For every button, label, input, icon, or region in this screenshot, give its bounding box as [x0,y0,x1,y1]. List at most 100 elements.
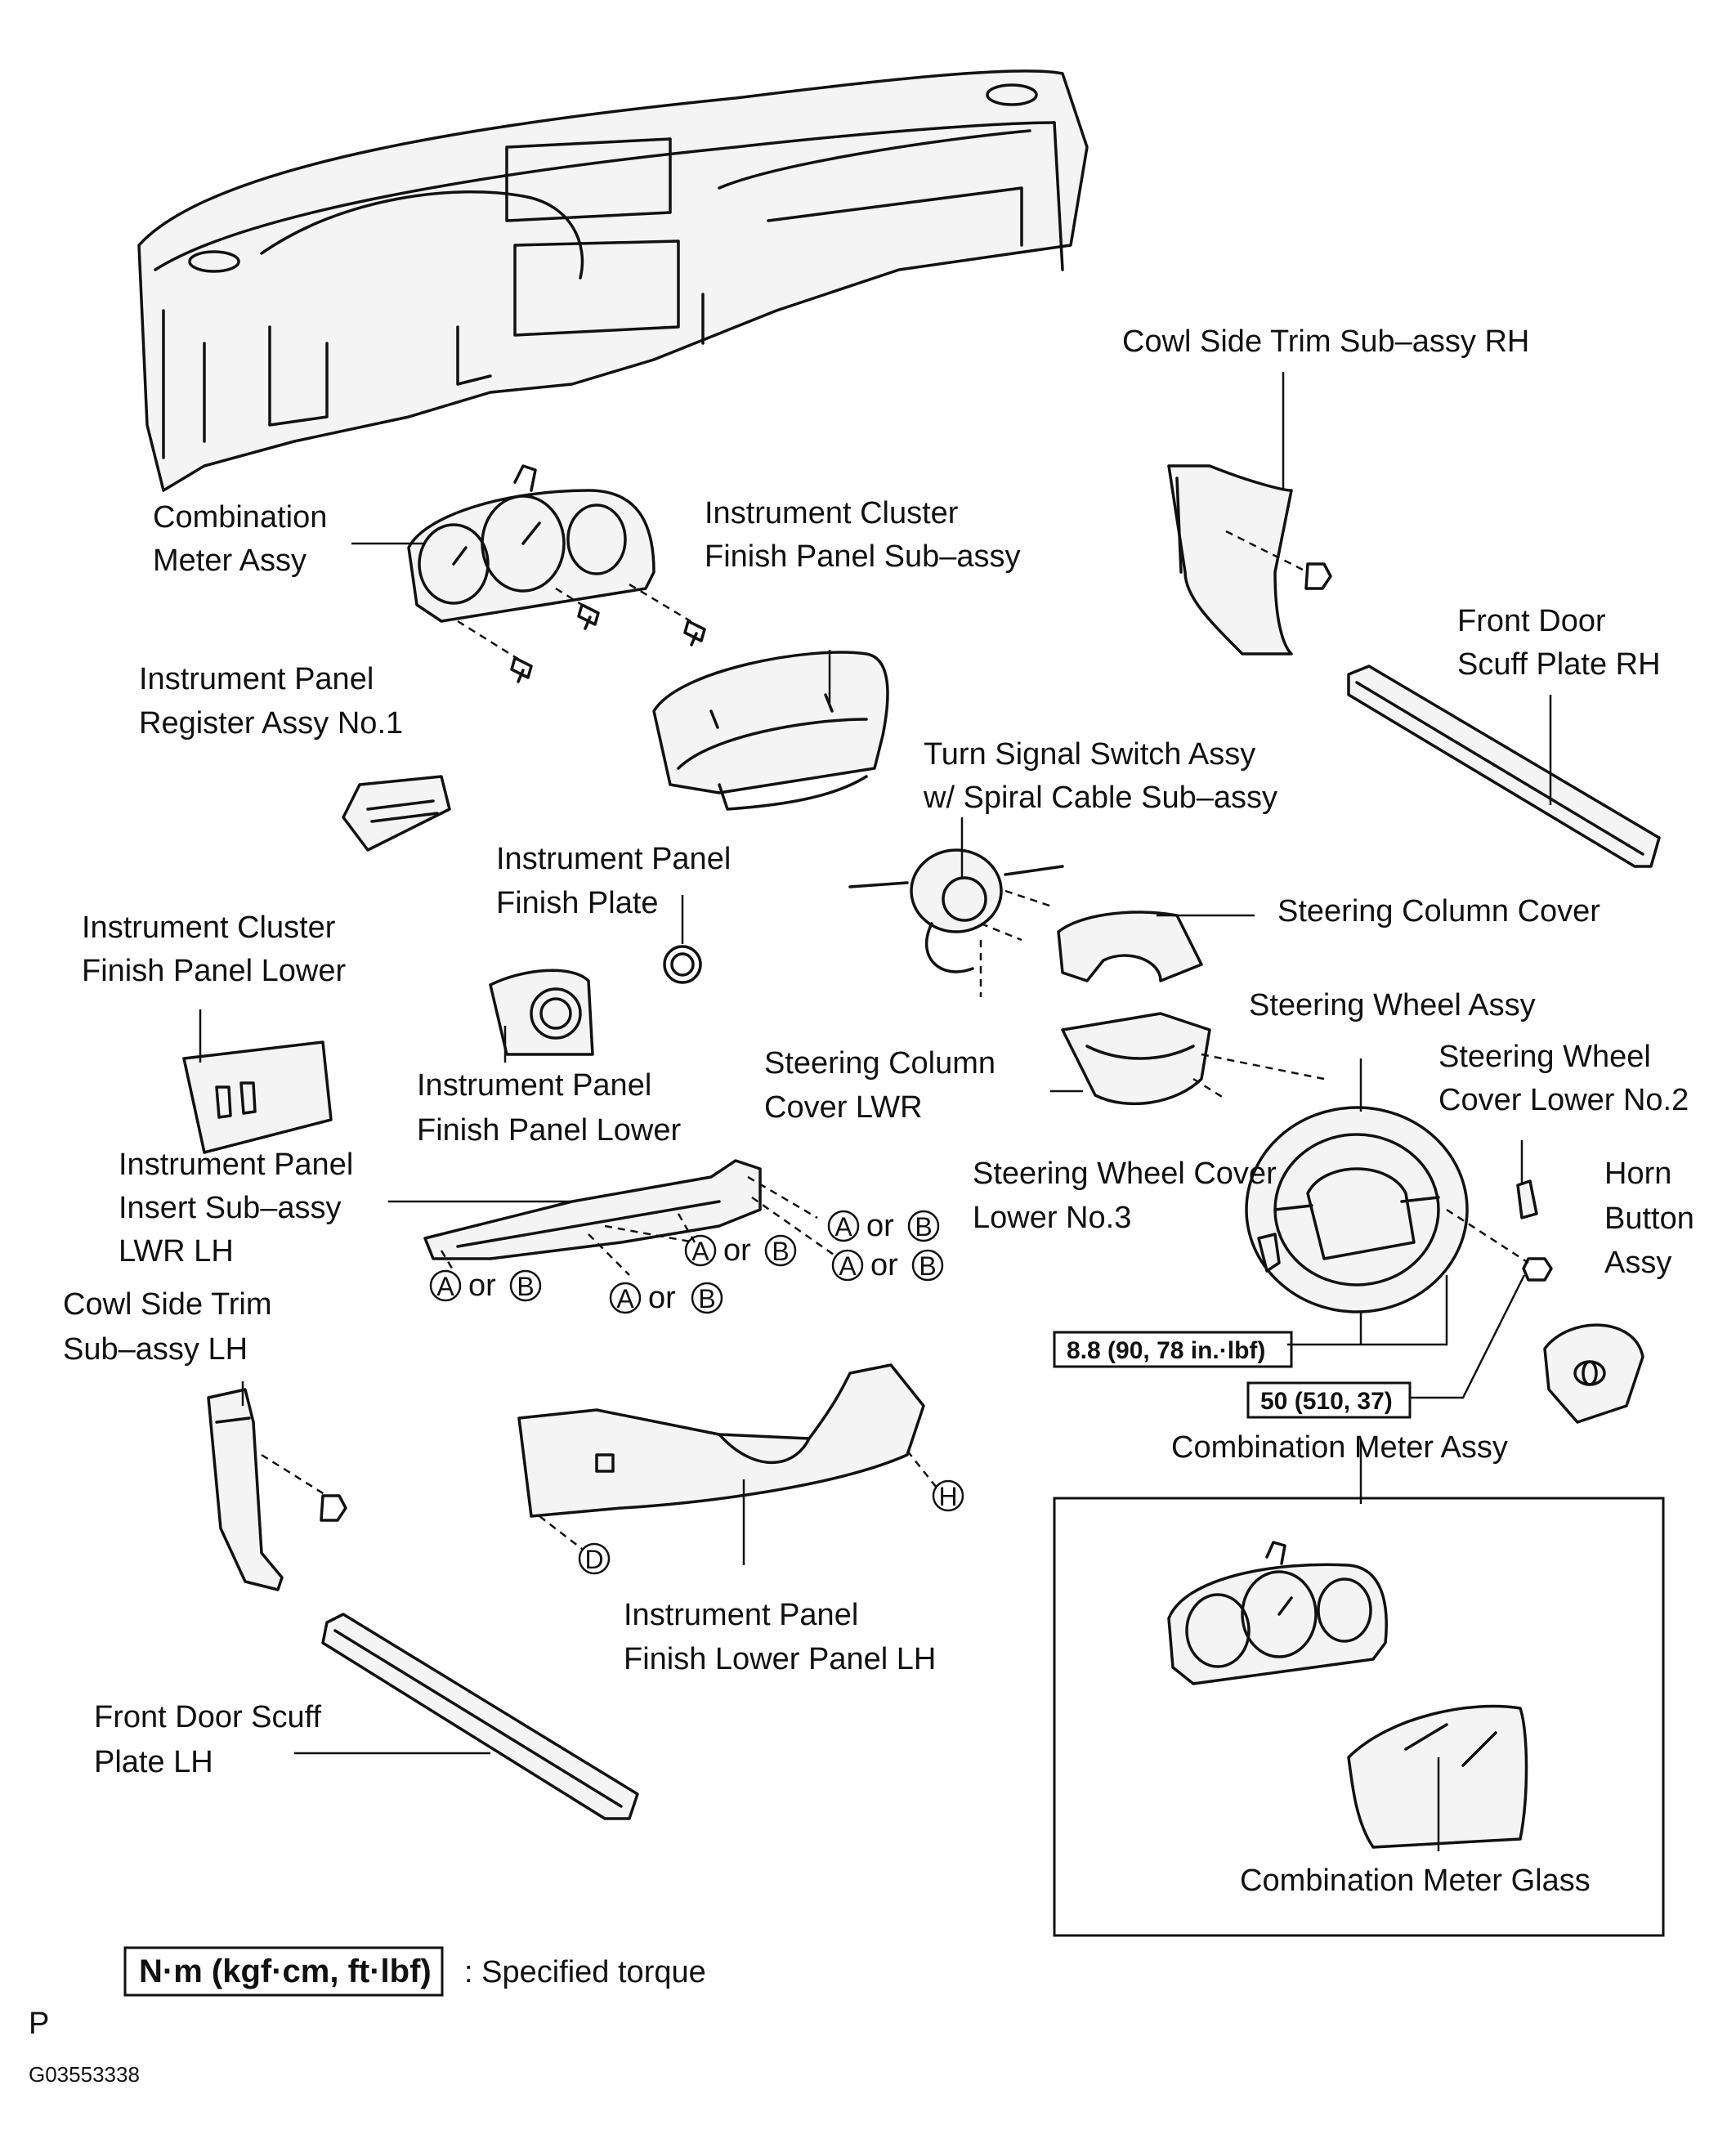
label-finish-lower-lh-1: Instrument Panel [624,1598,858,1632]
legend-text: : Specified torque [464,1955,706,1989]
label-cowl-side-trim-rh: Cowl Side Trim Sub–assy RH [1122,324,1529,359]
clip-ref-or: or [648,1281,676,1315]
label-column-cover-lwr-2: Cover LWR [764,1090,923,1125]
label-wheel-cover-no2-2: Cover Lower No.2 [1438,1083,1689,1117]
label-register-2: Register Assy No.1 [139,706,403,741]
clip-ref-group-1: A or B [827,1209,940,1243]
footer-code: G03553338 [29,2062,140,2087]
label-steering-wheel-assy: Steering Wheel Assy [1249,988,1536,1022]
clip-ref-b: B [698,1284,715,1313]
screw-1 [510,656,533,683]
label-finish-plate-2: Finish Plate [496,886,659,920]
clip-ref-a: A [839,1251,857,1281]
horn-button-assy [1543,1323,1644,1424]
label-combination-meter-glass: Combination Meter Glass [1240,1864,1591,1898]
svg-text:8.8 (90, 78 in.·lbf): 8.8 (90, 78 in.·lbf) [1067,1337,1265,1364]
clip-ref-or: or [866,1209,894,1243]
label-cowl-side-trim-lh-1: Cowl Side Trim [63,1287,272,1322]
clip-ref-b: B [517,1272,534,1301]
inset-combination-meter-glass [1347,1704,1528,1849]
clip-ref-a: A [691,1237,709,1266]
steering-nut [1522,1257,1553,1282]
label-wheel-cover-no2-1: Steering Wheel [1438,1040,1651,1074]
label-front-door-scuff-lh-1: Front Door Scuff [94,1700,322,1734]
label-combination-meter-assy-inset: Combination Meter Assy [1171,1430,1508,1465]
clip-ref-a: A [436,1272,454,1301]
label-turn-signal-2: w/ Spiral Cable Sub–assy [923,781,1277,815]
svg-text:H: H [938,1482,957,1511]
footer-letter: P [29,2007,49,2041]
label-finish-lower-lh-2: Finish Lower Panel LH [624,1642,936,1676]
label-column-cover-lwr-1: Steering Column [764,1046,996,1081]
legend-box-text: N·m (kgf·cm, ft·lbf) [139,1953,432,1989]
clip-ref-d: D [578,1542,611,1575]
clip-ref-or: or [870,1248,898,1282]
leader-lines [199,372,1552,1851]
label-front-door-scuff-lh-2: Plate LH [94,1745,213,1779]
label-turn-signal-1: Turn Signal Switch Assy [924,737,1255,772]
clip-ref-a: A [616,1284,634,1313]
front-door-scuff-plate-rh [1347,665,1661,868]
steering-wheel-assy [1245,1106,1469,1313]
clip-ref-b: B [915,1212,932,1242]
front-door-scuff-plate-lh [321,1613,639,1820]
label-wheel-cover-no3-2: Lower No.3 [973,1201,1131,1235]
label-combination-meter-assy-2: Meter Assy [153,544,306,578]
steering-column-cover [1057,911,1203,982]
clip-ref-or: or [723,1233,751,1268]
label-finish-plate-1: Instrument Panel [496,842,731,876]
label-cluster-lower-2: Finish Panel Lower [82,954,347,988]
instrument-cluster-finish-panel [652,651,889,811]
torque-steering-wheel: 8.8 (90, 78 in.·lbf) [1053,1331,1293,1368]
label-insert-1: Instrument Panel [119,1148,353,1182]
instrument-panel-dashboard [137,69,1089,492]
label-horn-2: Button [1604,1201,1694,1236]
label-horn-1: Horn [1604,1157,1671,1191]
clip-ref-a: A [834,1212,852,1242]
clip-ref-group-3: A or B [831,1248,944,1282]
screw-2 [577,603,600,630]
steering-wheel-cover-lower-no3 [1257,1233,1281,1273]
screw-3 [683,620,706,647]
cowl-side-trim-lh [207,1388,284,1591]
instrument-panel-register [342,775,451,852]
label-instrument-cluster-finish-2: Finish Panel Sub–assy [705,539,1021,574]
label-insert-2: Insert Sub–assy [119,1191,341,1225]
inset-box [1053,1497,1665,1937]
label-register-1: Instrument Panel [139,662,374,696]
label-panel-finish-lower-1: Instrument Panel [417,1068,651,1103]
combination-meter-assy [407,464,655,623]
label-cluster-lower-1: Instrument Cluster [82,911,336,945]
label-steering-column-cover: Steering Column Cover [1277,894,1600,929]
cowl-side-trim-rh [1167,464,1293,656]
label-panel-finish-lower-2: Finish Panel Lower [417,1113,682,1148]
clip-ref-or: or [468,1269,496,1303]
clip-ref-group-5: A or B [609,1281,723,1315]
clip-ref-b: B [772,1237,789,1266]
torque-horn: 50 (510, 37) [1246,1381,1412,1419]
clip-ref-group-4: A or B [429,1269,542,1303]
instrument-panel-finish-lower-panel-lh [517,1363,925,1518]
label-cowl-side-trim-lh-2: Sub–assy LH [63,1332,248,1367]
label-combination-meter-assy-1: Combination [153,500,327,535]
torque-legend: N·m (kgf·cm, ft·lbf) : Specified torque [123,1946,706,1997]
instrument-panel-finish-panel-lower [489,969,594,1056]
instrument-panel-finish-plate [663,945,702,984]
clip-ref-h: H [932,1479,964,1512]
label-instrument-cluster-finish-1: Instrument Cluster [705,496,959,530]
clip-ref-group-2: A or B [684,1233,797,1268]
steering-wheel-cover-lower-no2 [1516,1179,1538,1219]
steering-column-cover-lwr [1061,1012,1211,1106]
label-insert-3: LWR LH [119,1234,234,1269]
svg-text:50 (510, 37): 50 (510, 37) [1260,1388,1393,1415]
instrument-cluster-finish-panel-lower [182,1040,333,1154]
turn-signal-switch [848,848,1064,973]
clip-rh [1304,562,1332,590]
inset-combination-meter [1167,1541,1388,1685]
clip-ref-b: B [919,1251,936,1281]
svg-text:D: D [584,1545,603,1574]
label-front-door-scuff-rh-2: Scuff Plate RH [1457,647,1661,682]
instrument-panel-insert-lwr-lh [423,1159,762,1260]
label-front-door-scuff-rh-1: Front Door [1457,604,1606,638]
